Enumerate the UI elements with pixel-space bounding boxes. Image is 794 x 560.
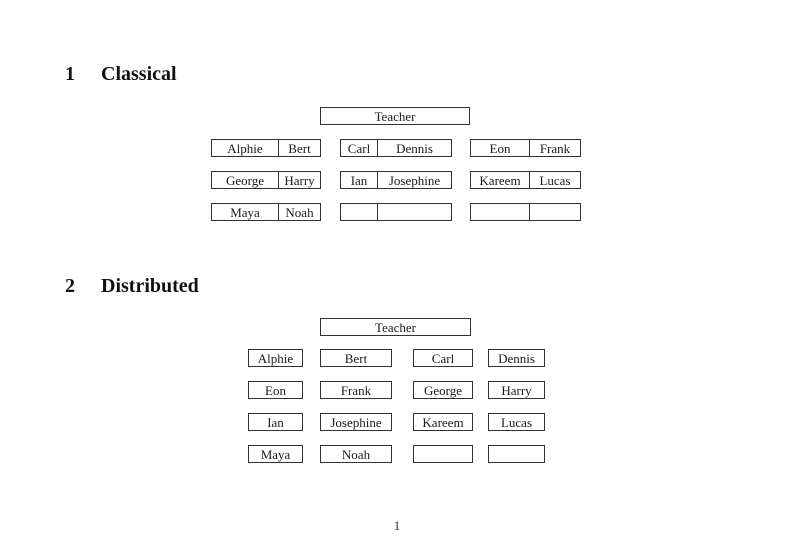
single-desk: Eon [248,381,303,399]
desk [470,203,581,221]
teacher-box-distributed: Teacher [320,318,471,336]
section-1-title: Classical [101,63,177,85]
seat-cell-empty [529,204,580,220]
seat-cell: Dennis [377,140,451,156]
desk: Alphie Bert [211,139,321,157]
desk [340,203,452,221]
section-2-heading: 2 Distributed [65,276,199,296]
section-2-number: 2 [65,275,75,297]
desk: Maya Noah [211,203,321,221]
teacher-box-classical: Teacher [320,107,470,125]
single-desk: Ian [248,413,303,431]
section-1-heading: 1 Classical [65,64,177,84]
single-desk: Alphie [248,349,303,367]
seat-cell: Eon [489,140,511,156]
section-2-title: Distributed [101,275,199,297]
single-desk: Harry [488,381,545,399]
seat-cell: Noah [278,204,320,220]
seat-cell: Bert [278,140,320,156]
seat-cell: Maya [230,204,260,220]
single-desk: Kareem [413,413,473,431]
seat-cell: Alphie [227,140,263,156]
seat-cell: Lucas [529,172,580,188]
single-desk: Maya [248,445,303,463]
seat-cell: Frank [529,140,580,156]
single-desk: Josephine [320,413,392,431]
seat-cell: Josephine [377,172,451,188]
seat-cell: Carl [347,140,371,156]
section-1-number: 1 [65,63,75,85]
seat-cell-empty [471,204,529,220]
single-desk: Frank [320,381,392,399]
page-number: 1 [393,518,401,533]
seat-cell: Ian [350,172,368,188]
single-desk: Bert [320,349,392,367]
desk: Kareem Lucas [470,171,581,189]
single-desk: Lucas [488,413,545,431]
desk: Ian Josephine [340,171,452,189]
desk: Carl Dennis [340,139,452,157]
seat-cell-empty [341,204,377,220]
seat-cell: Kareem [479,172,521,188]
single-desk: Carl [413,349,473,367]
seat-cell-empty [377,204,451,220]
single-desk: Dennis [488,349,545,367]
single-desk: Noah [320,445,392,463]
seat-cell: Harry [278,172,320,188]
single-desk-empty [413,445,473,463]
desk: Eon Frank [470,139,581,157]
seat-cell: George [225,172,265,188]
single-desk-empty [488,445,545,463]
single-desk: George [413,381,473,399]
desk: George Harry [211,171,321,189]
